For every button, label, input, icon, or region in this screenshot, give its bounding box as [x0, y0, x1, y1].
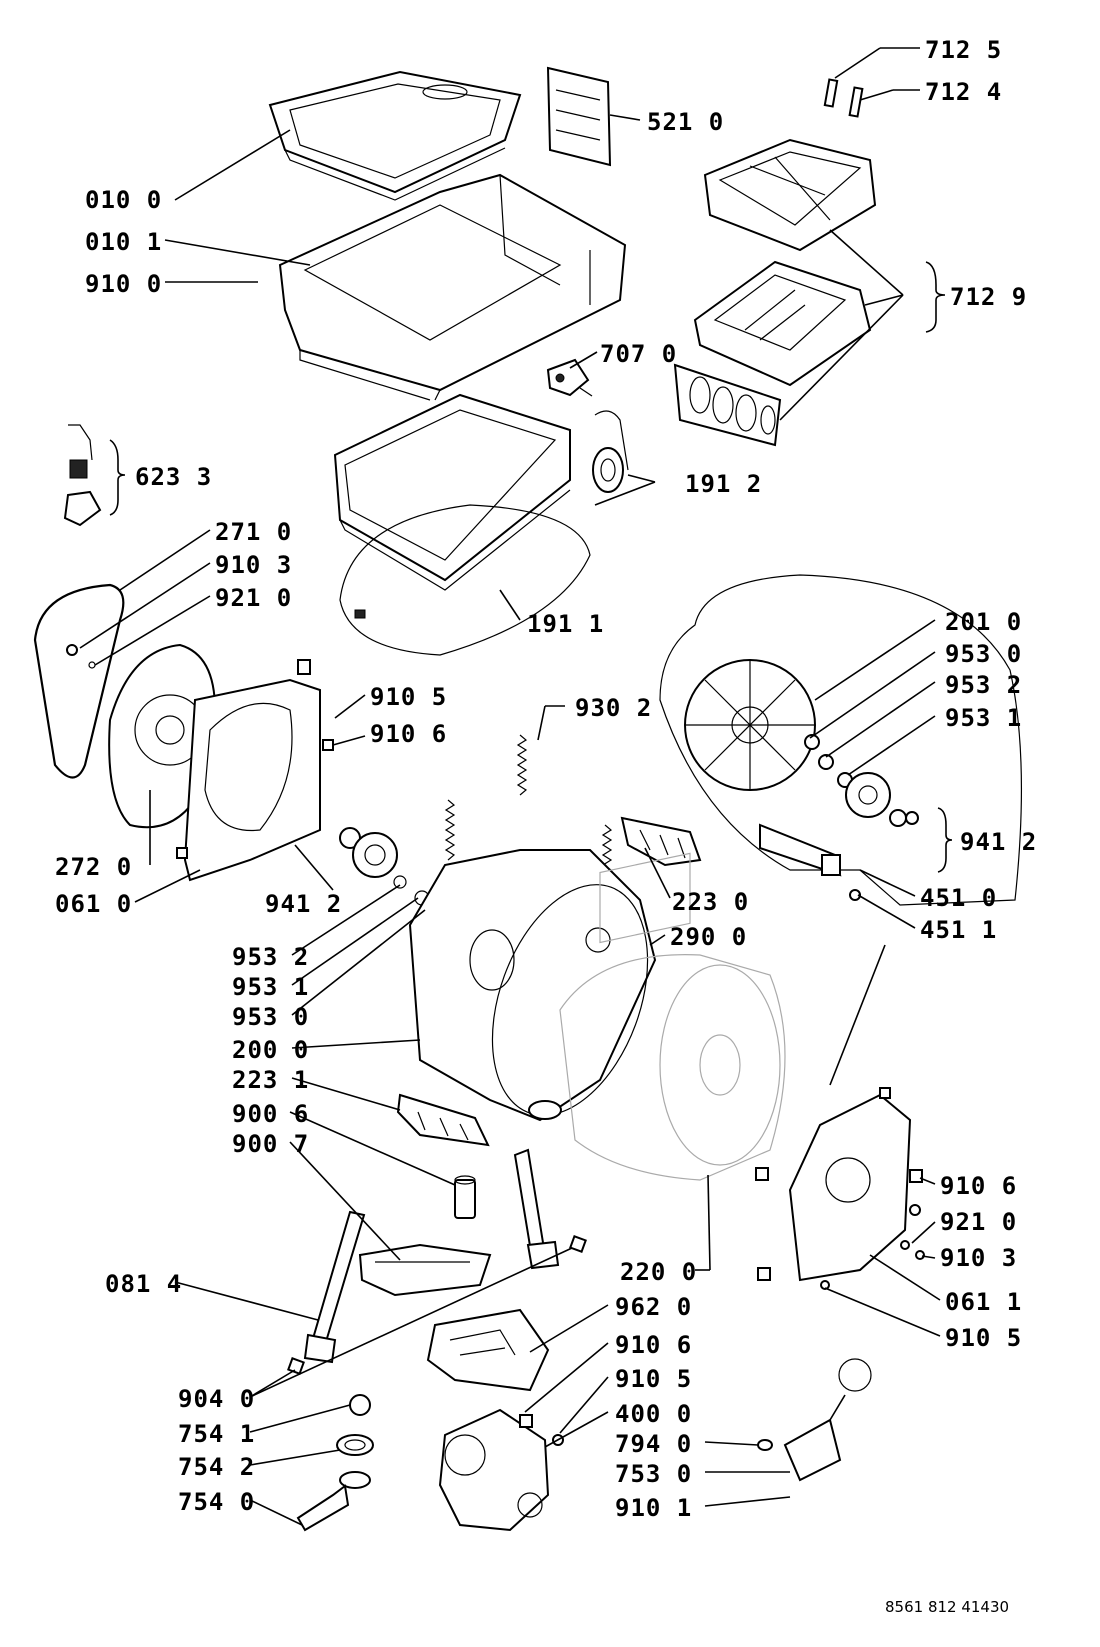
- label-200-0: 200 0: [232, 1036, 309, 1064]
- foot-bolt-part: [454, 1175, 476, 1219]
- door-seal-ring-part: [339, 504, 591, 656]
- motor-part: [438, 1408, 564, 1532]
- label-910-3a: 910 3: [215, 551, 292, 579]
- dispenser-lid-part: [703, 138, 877, 252]
- label-290-0: 290 0: [670, 923, 747, 951]
- right-side-panel-part: [757, 1087, 925, 1290]
- shock-absorber-right-part: [513, 1148, 560, 1270]
- label-081-4: 081 4: [105, 1270, 182, 1298]
- label-451-1: 451 1: [920, 916, 997, 944]
- label-921-0b: 921 0: [940, 1208, 1017, 1236]
- small-square-part: [755, 1167, 769, 1181]
- label-220-0: 220 0: [620, 1258, 697, 1286]
- leader-lines: [79, 47, 953, 1526]
- heater-element-part: [759, 823, 861, 901]
- counterweight-bottom-part: [396, 1093, 490, 1147]
- pump-seal-part: [336, 1434, 374, 1456]
- label-223-1: 223 1: [232, 1066, 309, 1094]
- bushing-parts: [287, 1235, 587, 1375]
- label-910-6c: 910 6: [615, 1331, 692, 1359]
- label-271-0: 271 0: [215, 518, 292, 546]
- label-754-2: 754 2: [178, 1453, 255, 1481]
- shock-absorber-left-part: [303, 1210, 366, 1364]
- label-930-2: 930 2: [575, 694, 652, 722]
- dispenser-drawer-part: [673, 363, 782, 447]
- label-223-0: 223 0: [672, 888, 749, 916]
- label-753-0: 753 0: [615, 1460, 692, 1488]
- label-191-1: 191 1: [527, 610, 604, 638]
- label-910-5b: 910 5: [945, 1324, 1022, 1352]
- tub-top-ring-part: [333, 393, 571, 591]
- water-valve-part: [546, 358, 593, 397]
- pulley-part: [592, 410, 629, 493]
- label-010-0: 010 0: [85, 186, 162, 214]
- label-061-1: 061 1: [945, 1288, 1022, 1316]
- label-904-0: 904 0: [178, 1385, 255, 1413]
- label-953-1b: 953 1: [232, 973, 309, 1001]
- bottom-shield-part: [426, 1308, 550, 1392]
- label-272-0: 272 0: [55, 853, 132, 881]
- dispenser-tray-part: [693, 260, 872, 387]
- label-910-3b: 910 3: [940, 1244, 1017, 1272]
- label-941-2a: 941 2: [960, 828, 1037, 856]
- top-panel-part: [278, 173, 627, 401]
- label-794-0: 794 0: [615, 1430, 692, 1458]
- pressure-switch-part: [757, 1358, 872, 1482]
- label-953-2a: 953 2: [945, 671, 1022, 699]
- rear-tub-part: [408, 849, 657, 1122]
- label-921-0a: 921 0: [215, 584, 292, 612]
- part-labels: 010 0 010 1 910 0 521 0 712 5 712 4 712 …: [55, 36, 1037, 1522]
- label-910-0: 910 0: [85, 270, 162, 298]
- label-910-6a: 910 6: [370, 720, 447, 748]
- drawing-code: 8561 812 41430: [885, 1598, 1009, 1616]
- drive-belt-part: [33, 583, 125, 779]
- label-910-5a: 910 5: [370, 683, 447, 711]
- top-lid-part: [268, 70, 522, 201]
- drum-part: [559, 852, 786, 1181]
- drum-spider-group: [659, 574, 1023, 906]
- label-962-0: 962 0: [615, 1293, 692, 1321]
- bottom-plate-part: [358, 1243, 492, 1297]
- label-061-0: 061 0: [55, 890, 132, 918]
- label-910-5c: 910 5: [615, 1365, 692, 1393]
- door-lock-parts: [63, 424, 102, 527]
- label-953-2b: 953 2: [232, 943, 309, 971]
- label-754-0: 754 0: [178, 1488, 255, 1516]
- label-900-6: 900 6: [232, 1100, 309, 1128]
- label-910-6b: 910 6: [940, 1172, 1017, 1200]
- label-707-0: 707 0: [600, 340, 677, 368]
- left-bearing-group: [339, 827, 430, 906]
- label-623-3: 623 3: [135, 463, 212, 491]
- label-451-0: 451 0: [920, 884, 997, 912]
- counterweight-top-part: [620, 816, 702, 867]
- label-941-2b: 941 2: [265, 890, 342, 918]
- label-953-1a: 953 1: [945, 704, 1022, 732]
- label-712-9: 712 9: [950, 283, 1027, 311]
- label-521-0: 521 0: [647, 108, 724, 136]
- label-191-2: 191 2: [685, 470, 762, 498]
- pump-cap-part: [349, 1394, 371, 1416]
- label-900-7: 900 7: [232, 1130, 309, 1158]
- label-754-1: 754 1: [178, 1420, 255, 1448]
- label-712-4: 712 4: [925, 78, 1002, 106]
- label-712-5: 712 5: [925, 36, 1002, 64]
- control-plate-part: [546, 66, 612, 167]
- pump-hose-part: [296, 1471, 371, 1532]
- label-910-1: 910 1: [615, 1494, 692, 1522]
- label-953-0a: 953 0: [945, 640, 1022, 668]
- label-201-0: 201 0: [945, 608, 1022, 636]
- pin-parts: [823, 78, 864, 118]
- label-400-0: 400 0: [615, 1400, 692, 1428]
- label-010-1: 010 1: [85, 228, 162, 256]
- label-953-0b: 953 0: [232, 1003, 309, 1031]
- left-side-panel-part: [176, 659, 334, 882]
